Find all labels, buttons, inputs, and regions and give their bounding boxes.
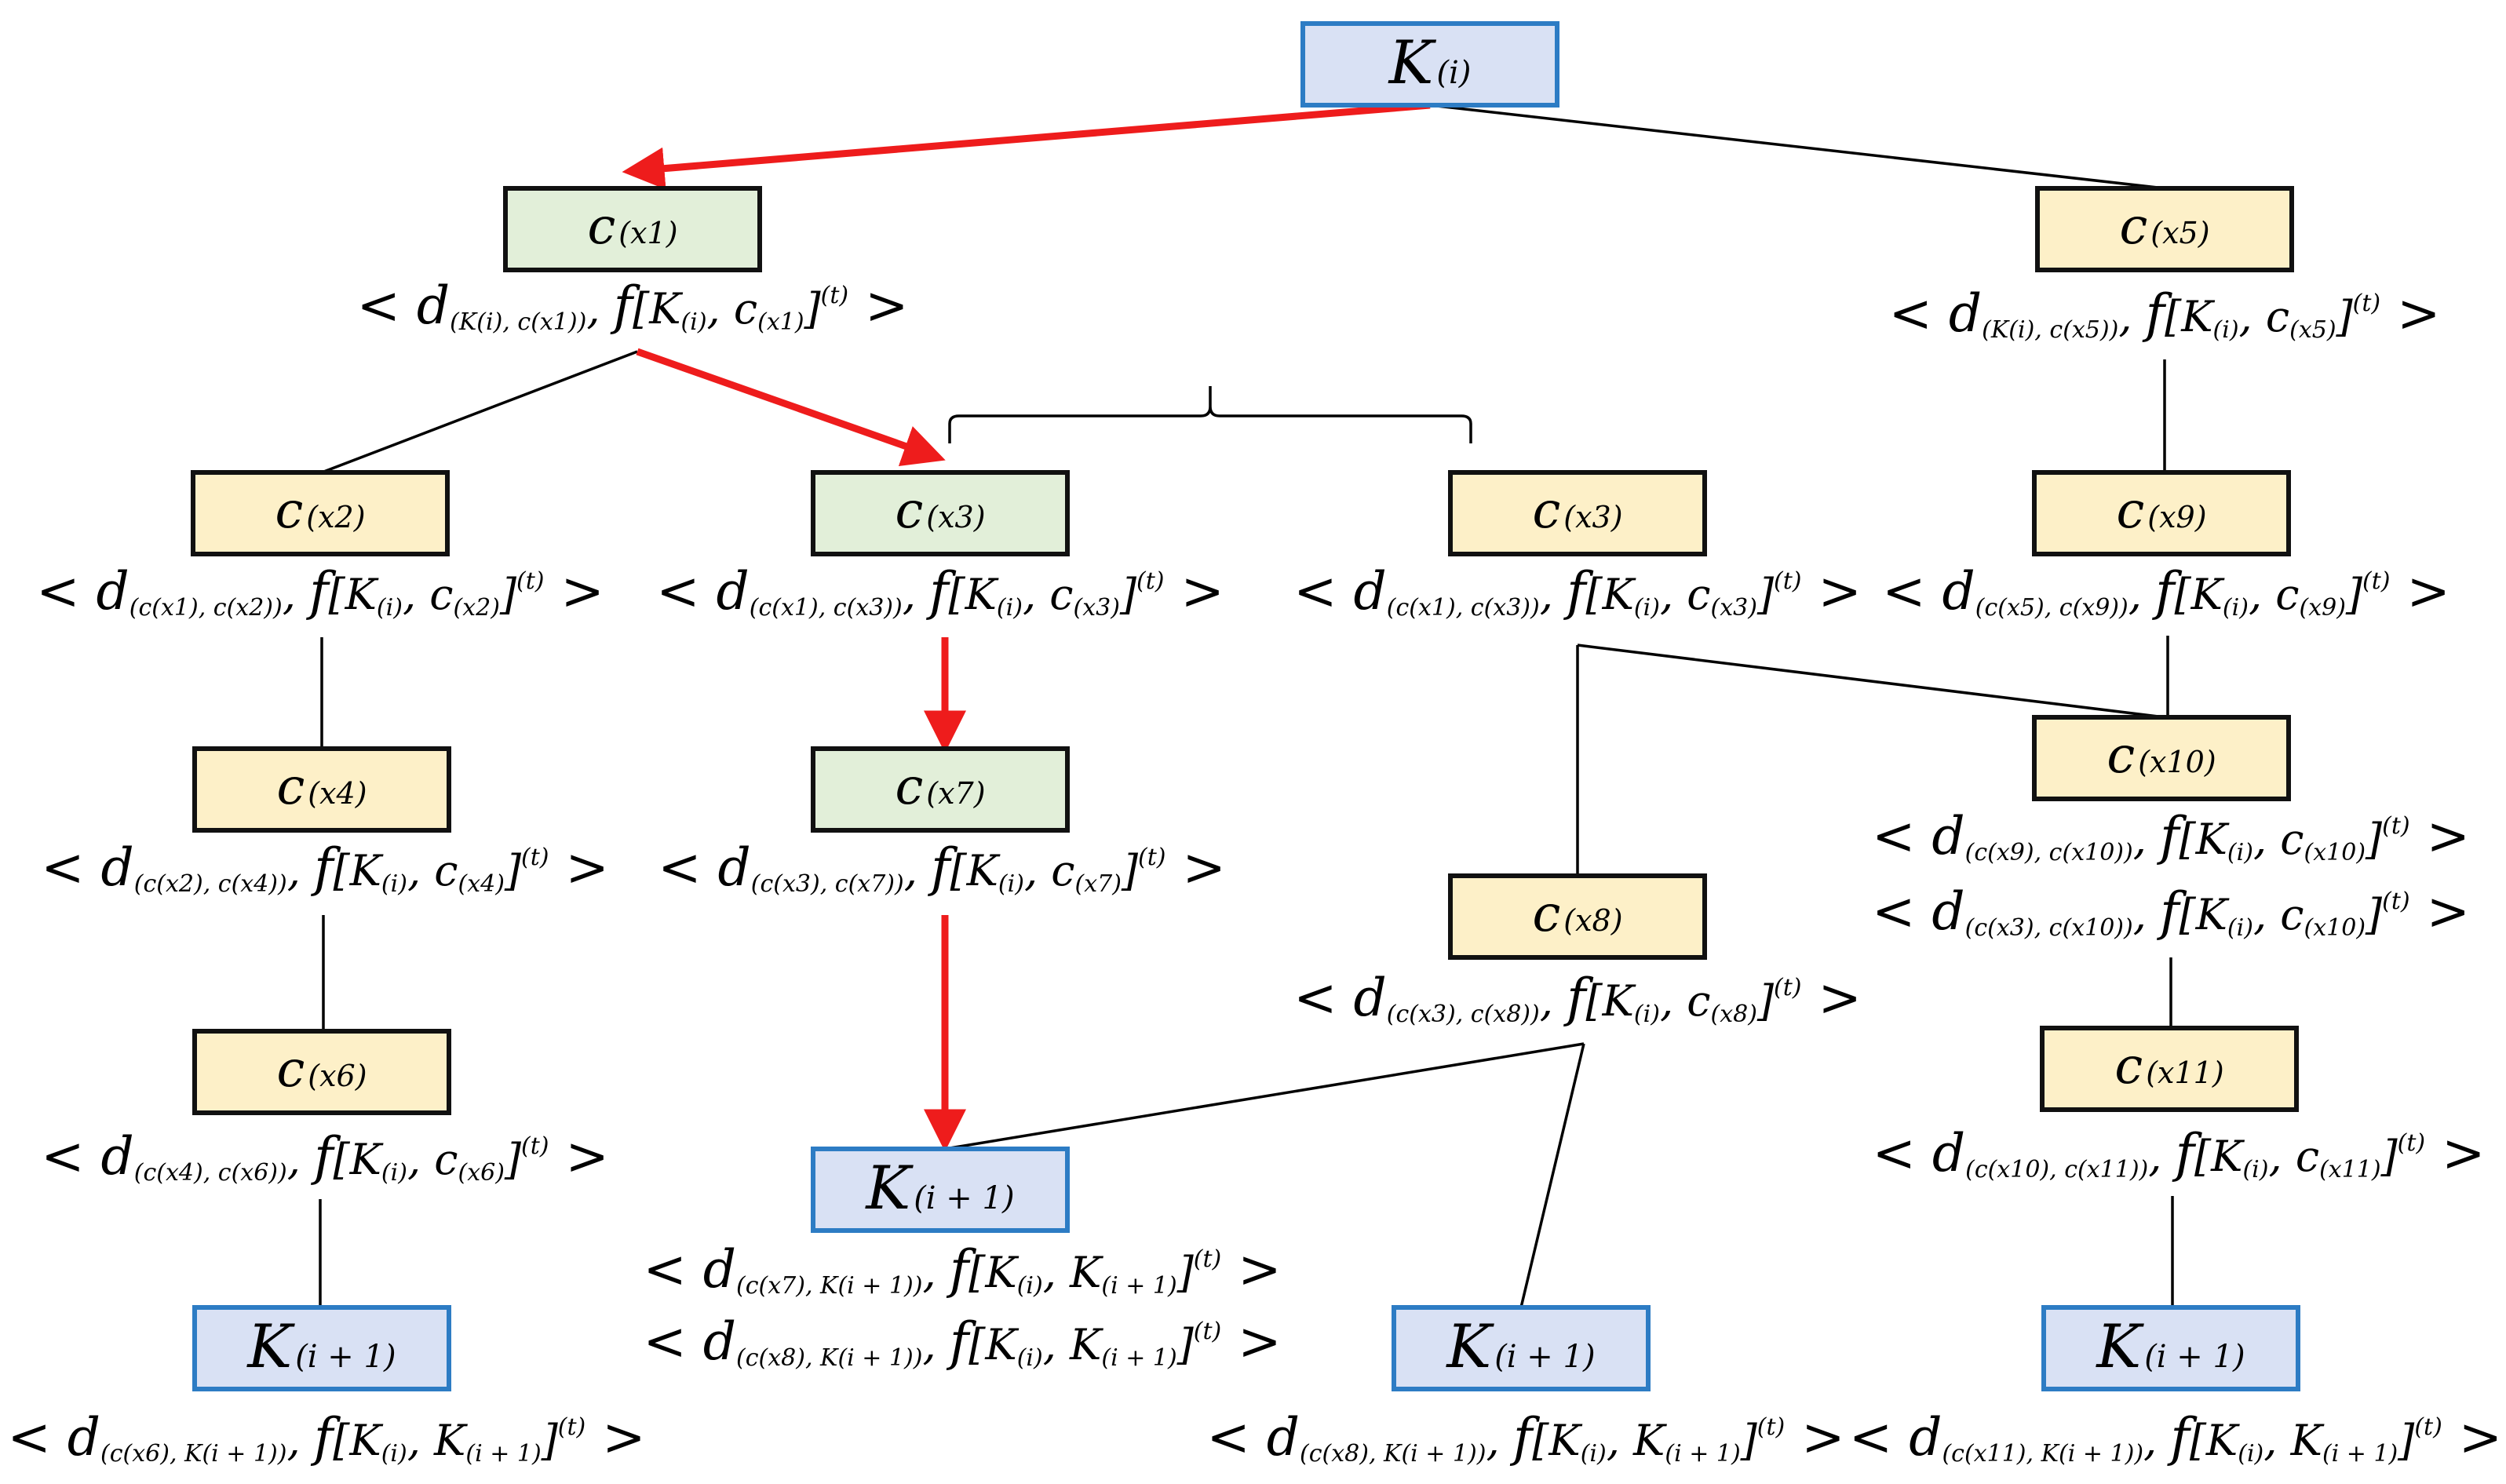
node-box [2032, 715, 2291, 801]
node-box [1448, 470, 1707, 556]
node-box [192, 1029, 451, 1115]
edge-label-l_c8: < d(c(x8), K(i + 1)), f[K(i), K(i + 1)](… [1206, 1407, 1844, 1468]
node-box [191, 470, 450, 556]
node-cx3b: c(x3) [1448, 470, 1707, 556]
node-box [503, 186, 762, 272]
node-cx8: c(x8) [1448, 873, 1707, 960]
node-Ki1_c8: K(i + 1) [1392, 1305, 1651, 1391]
node-cx3a: c(x3) [811, 470, 1070, 556]
edge-label-l_cx7: < d(c(x3), c(x7)), f[K(i), c(x7)](t) > [658, 837, 1226, 898]
node-label: K(i + 1) [864, 1153, 1014, 1223]
node-label: c(x7) [895, 758, 985, 816]
node-cx2: c(x2) [191, 470, 450, 556]
node-label: c(x8) [1532, 885, 1622, 943]
node-box [2035, 186, 2294, 272]
node-label: c(x3) [895, 482, 985, 540]
node-label: K(i + 1) [246, 1311, 396, 1381]
node-box [811, 470, 1070, 556]
node-label: c(x1) [587, 198, 677, 256]
edge-label-l_cx10a: < d(c(x9), c(x10)), f[K(i), c(x10)](t) > [1872, 806, 2470, 866]
node-cx9: c(x9) [2032, 470, 2291, 556]
node-label: c(x6) [276, 1041, 367, 1099]
edge-label-l_cx9: < d(c(x5), c(x9)), f[K(i), c(x9)](t) > [1882, 561, 2450, 622]
node-label: c(x11) [2114, 1037, 2223, 1096]
edge-label-l_cx6: < d(c(x4), c(x6)), f[K(i), c(x6)](t) > [41, 1126, 609, 1187]
branch-brace [948, 386, 1472, 443]
node-label: c(x10) [2107, 727, 2216, 785]
node-cx6: c(x6) [192, 1029, 451, 1115]
node-label: c(x2) [275, 482, 365, 540]
edge-label-l_cx11: < d(c(x10), c(x11)), f[K(i), c(x11)](t) … [1873, 1123, 2486, 1183]
node-label: c(x5) [2119, 198, 2209, 256]
edge-label-l_right: < d(c(x11), K(i + 1)), f[K(i), K(i + 1)]… [1849, 1407, 2502, 1468]
edge-label-l_cx10b: < d(c(x3), c(x10)), f[K(i), c(x10)](t) > [1872, 881, 2470, 942]
node-label: c(x3) [1532, 482, 1622, 540]
node-cx5: c(x5) [2035, 186, 2294, 272]
edge-label-l_mid_a: < d(c(x7), K(i + 1)), f[K(i), K(i + 1)](… [643, 1239, 1281, 1300]
edge-cx1-to-cx2 [321, 350, 638, 474]
node-box [1300, 21, 1559, 108]
node-Ki1_right: K(i + 1) [2041, 1305, 2300, 1391]
node-box [1392, 1305, 1651, 1391]
node-box [811, 1147, 1070, 1233]
node-Ki1_mid: K(i + 1) [811, 1147, 1070, 1233]
edge-cx8-to-Ki1_mid [944, 1042, 1585, 1150]
nodes-layer: K(i) c(x1) c(x5) c(x2) c(x3) c(x3) c(x9) c(x4) c… [191, 21, 2300, 1391]
node-cx10: c(x10) [2032, 715, 2291, 801]
node-box [2032, 470, 2291, 556]
node-cx7: c(x7) [811, 746, 1070, 833]
node-box [2040, 1026, 2299, 1112]
node-label: K(i + 1) [2095, 1311, 2245, 1381]
node-box [192, 746, 451, 833]
edge-Ki-to-cx1-highlighted [622, 101, 1431, 190]
node-cx11: c(x11) [2040, 1026, 2299, 1112]
node-cx4: c(x4) [192, 746, 451, 833]
edge-Ki-to-cx5 [1429, 104, 2165, 190]
edge-label-l_cx2: < d(c(x1), c(x2)), f[K(i), c(x2)](t) > [36, 561, 604, 622]
node-box [192, 1305, 451, 1391]
node-label: K(i) [1388, 27, 1472, 97]
node-Ki1_left: K(i + 1) [192, 1305, 451, 1391]
node-label: c(x4) [276, 758, 367, 816]
node-cx1: c(x1) [503, 186, 762, 272]
node-box [1448, 873, 1707, 960]
edges-layer [319, 101, 2174, 1308]
edge-label-l_cx3a: < d(c(x1), c(x3)), f[K(i), c(x3)](t) > [656, 561, 1224, 622]
edge-label-l_cx8: < d(c(x3), c(x8)), f[K(i), c(x8)](t) > [1293, 968, 1862, 1028]
edge-cx8-to-Ki1_c8 [1519, 1043, 1585, 1308]
labels-layer: < d(K(i), c(x1)), f[K(i), c(x1)](t) > < d… [7, 275, 2502, 1468]
edge-label-l_mid_b: < d(c(x8), K(i + 1)), f[K(i), K(i + 1)](… [643, 1311, 1281, 1372]
edge-cx3b-to-cx10 [1577, 644, 2165, 719]
edge-label-l_cx1: < d(K(i), c(x1)), f[K(i), c(x1)](t) > [357, 275, 909, 336]
node-box [811, 746, 1070, 833]
node-box [2041, 1305, 2300, 1391]
edge-label-l_left: < d(c(x6), K(i + 1)), f[K(i), K(i + 1)](… [7, 1407, 645, 1468]
edge-label-l_cx3b: < d(c(x1), c(x3)), f[K(i), c(x3)](t) > [1293, 561, 1862, 622]
node-label: K(i + 1) [1445, 1311, 1595, 1381]
edge-cx1-to-cx3a-highlighted [636, 348, 946, 466]
edge-label-l_cx4: < d(c(x2), c(x4)), f[K(i), c(x4)](t) > [41, 837, 609, 898]
node-Ki: K(i) [1300, 21, 1559, 108]
node-label: c(x9) [2116, 482, 2206, 540]
edge-label-l_cx5: < d(K(i), c(x5)), f[K(i), c(x5)](t) > [1889, 283, 2441, 344]
